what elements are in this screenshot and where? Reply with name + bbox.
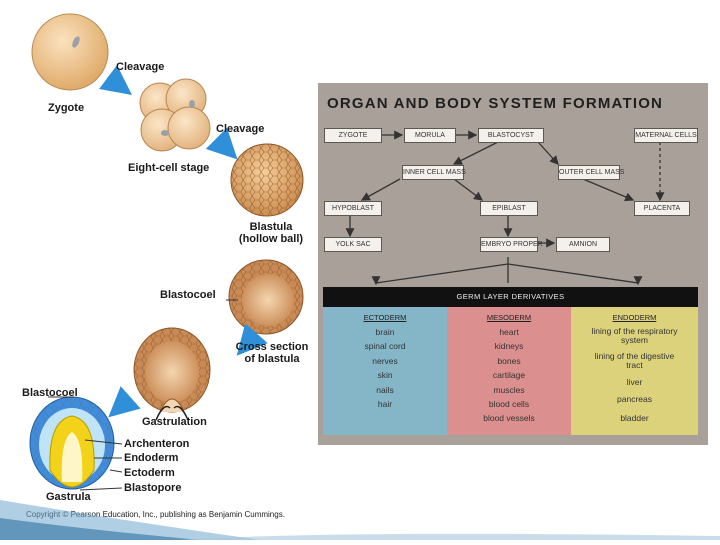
label-cross-section: Cross section <box>235 341 309 353</box>
cleavage-arrow-2 <box>205 127 238 160</box>
organ-formation-chart: ORGAN AND BODY SYSTEM FORMATION ZYGOTE M… <box>318 83 708 445</box>
ectoderm-item: nails <box>376 385 394 395</box>
ectoderm-header: ECTODERM <box>363 313 407 322</box>
label-archenteron: Archenteron <box>124 438 190 450</box>
box-amnion: AMNION <box>556 237 610 252</box>
box-maternal-cells: MATERNAL CELLS <box>634 128 698 143</box>
copyright-notice: Copyright © Pearson Education, Inc., pub… <box>26 510 285 519</box>
endoderm-item: pancreas <box>617 394 652 404</box>
mesoderm-item: kidneys <box>494 341 524 351</box>
embryo-illustration <box>29 13 304 491</box>
mesoderm-column: MESODERM heart kidneys bones cartilage m… <box>447 307 571 435</box>
mesoderm-item: muscles <box>493 385 525 395</box>
box-epiblast: EPIBLAST <box>480 201 538 216</box>
zygote-cell <box>31 13 109 91</box>
mesoderm-item: blood vessels <box>483 413 535 423</box>
endoderm-item: lining of the digestive tract <box>594 351 675 370</box>
mesoderm-item: cartilage <box>492 370 526 380</box>
endoderm-header: ENDODERM <box>612 313 657 322</box>
flow-arrows <box>345 130 665 286</box>
chart-title: ORGAN AND BODY SYSTEM FORMATION <box>327 95 664 112</box>
blastula-cross-section <box>226 259 304 335</box>
label-pointer-lines <box>48 396 123 491</box>
ectoderm-item: brain <box>375 327 395 337</box>
box-embryo-proper: EMBRYO PROPER <box>480 237 543 252</box>
box-zygote: ZYGOTE <box>324 128 382 143</box>
label-cleavage-1: Cleavage <box>116 61 165 73</box>
label-zygote: Zygote <box>48 102 85 114</box>
label-endoderm: Endoderm <box>124 452 179 464</box>
eight-cell-embryo <box>139 78 211 152</box>
mesoderm-item: heart <box>499 327 519 337</box>
endoderm-column: ENDODERM lining of the respiratory syste… <box>571 307 698 435</box>
ectoderm-column: ECTODERM brain spinal cord nerves skin n… <box>323 307 447 435</box>
label-gastrula: Gastrula <box>46 491 91 503</box>
gastrulation-arrow-top <box>236 323 268 356</box>
label-blastula: Blastula <box>249 221 293 233</box>
ectoderm-item: spinal cord <box>364 341 406 351</box>
label-of-blastula: of blastula <box>244 353 300 365</box>
early-gastrula <box>133 327 211 421</box>
embryo-development-figure: Zygote Cleavage Cleavage Eight-cell stag… <box>0 0 320 540</box>
label-blastocoel-1: Blastocoel <box>160 289 216 301</box>
cleavage-arrow-1 <box>99 65 132 95</box>
label-blastocoel-2: Blastocoel <box>22 387 78 399</box>
endoderm-item: liver <box>626 377 643 387</box>
ectoderm-item: hair <box>377 399 393 409</box>
blastula-ball <box>230 143 304 217</box>
label-cleavage-2: Cleavage <box>216 123 265 135</box>
gastrulation-arrow-left <box>108 386 141 418</box>
mesoderm-item: blood cells <box>488 399 530 409</box>
endoderm-item: bladder <box>620 413 649 423</box>
label-gastrulation: Gastrulation <box>142 416 207 428</box>
slide-decoration <box>0 500 720 540</box>
box-outer-cell-mass: OUTER CELL MASS <box>558 165 624 180</box>
label-eight-cell-stage: Eight-cell stage <box>128 162 210 174</box>
ectoderm-item: skin <box>377 370 393 380</box>
ectoderm-item: nerves <box>372 356 398 366</box>
box-yolk-sac: YOLK SAC <box>324 237 382 252</box>
box-placenta: PLACENTA <box>634 201 690 216</box>
germ-layer-title: GERM LAYER DERIVATIVES <box>323 287 698 307</box>
box-inner-cell-mass: INNER CELL MASS <box>402 165 466 180</box>
gastrula <box>29 396 115 490</box>
box-morula: MORULA <box>404 128 456 143</box>
label-blastopore: Blastopore <box>124 482 182 494</box>
box-blastocyst: BLASTOCYST <box>478 128 544 143</box>
label-hollow-ball: (hollow ball) <box>238 233 304 245</box>
label-ectoderm: Ectoderm <box>124 467 175 479</box>
box-hypoblast: HYPOBLAST <box>324 201 382 216</box>
mesoderm-item: bones <box>497 356 521 366</box>
mesoderm-header: MESODERM <box>486 313 532 322</box>
endoderm-item: lining of the respiratory system <box>591 326 678 345</box>
